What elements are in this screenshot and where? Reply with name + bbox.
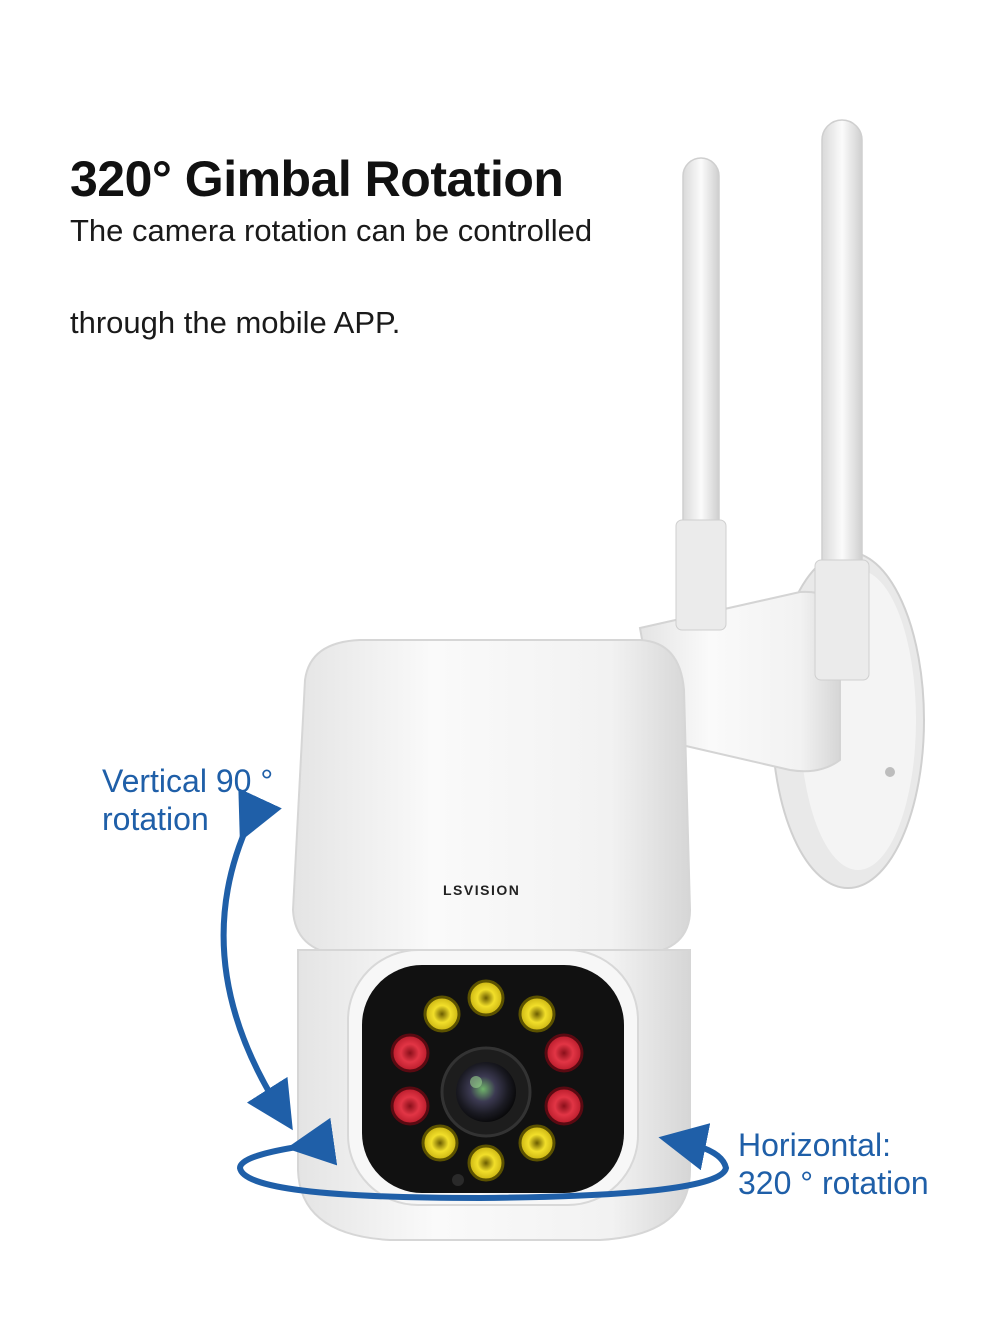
vertical-rotation-label: Vertical 90 ° rotation [102,762,273,838]
vertical-label-line-2: rotation [102,801,209,837]
horizontal-rotation-arrow [236,1117,730,1202]
page-title: 320° Gimbal Rotation [70,151,564,207]
description-line-2: through the mobile APP. [70,305,401,340]
description-line-1: The camera rotation can be controlled [70,213,593,248]
vertical-rotation-arrow [220,788,293,1131]
horizontal-rotation-label: Horizontal: 320 ° rotation [738,1126,929,1202]
ir-led-group [390,1033,584,1126]
brand-logo: LSVISION [443,882,521,898]
antenna-right [814,119,870,681]
vertical-label-line-1: Vertical 90 ° [102,763,274,799]
antenna-left [675,157,727,631]
mounting-arm [638,590,841,773]
horizontal-label-line-1: Horizontal: [738,1127,891,1163]
horizontal-label-line-2: 320 ° rotation [738,1165,929,1201]
camera-upper-body [291,639,692,956]
light-sensor [452,1174,464,1186]
main-lens [440,1046,532,1138]
